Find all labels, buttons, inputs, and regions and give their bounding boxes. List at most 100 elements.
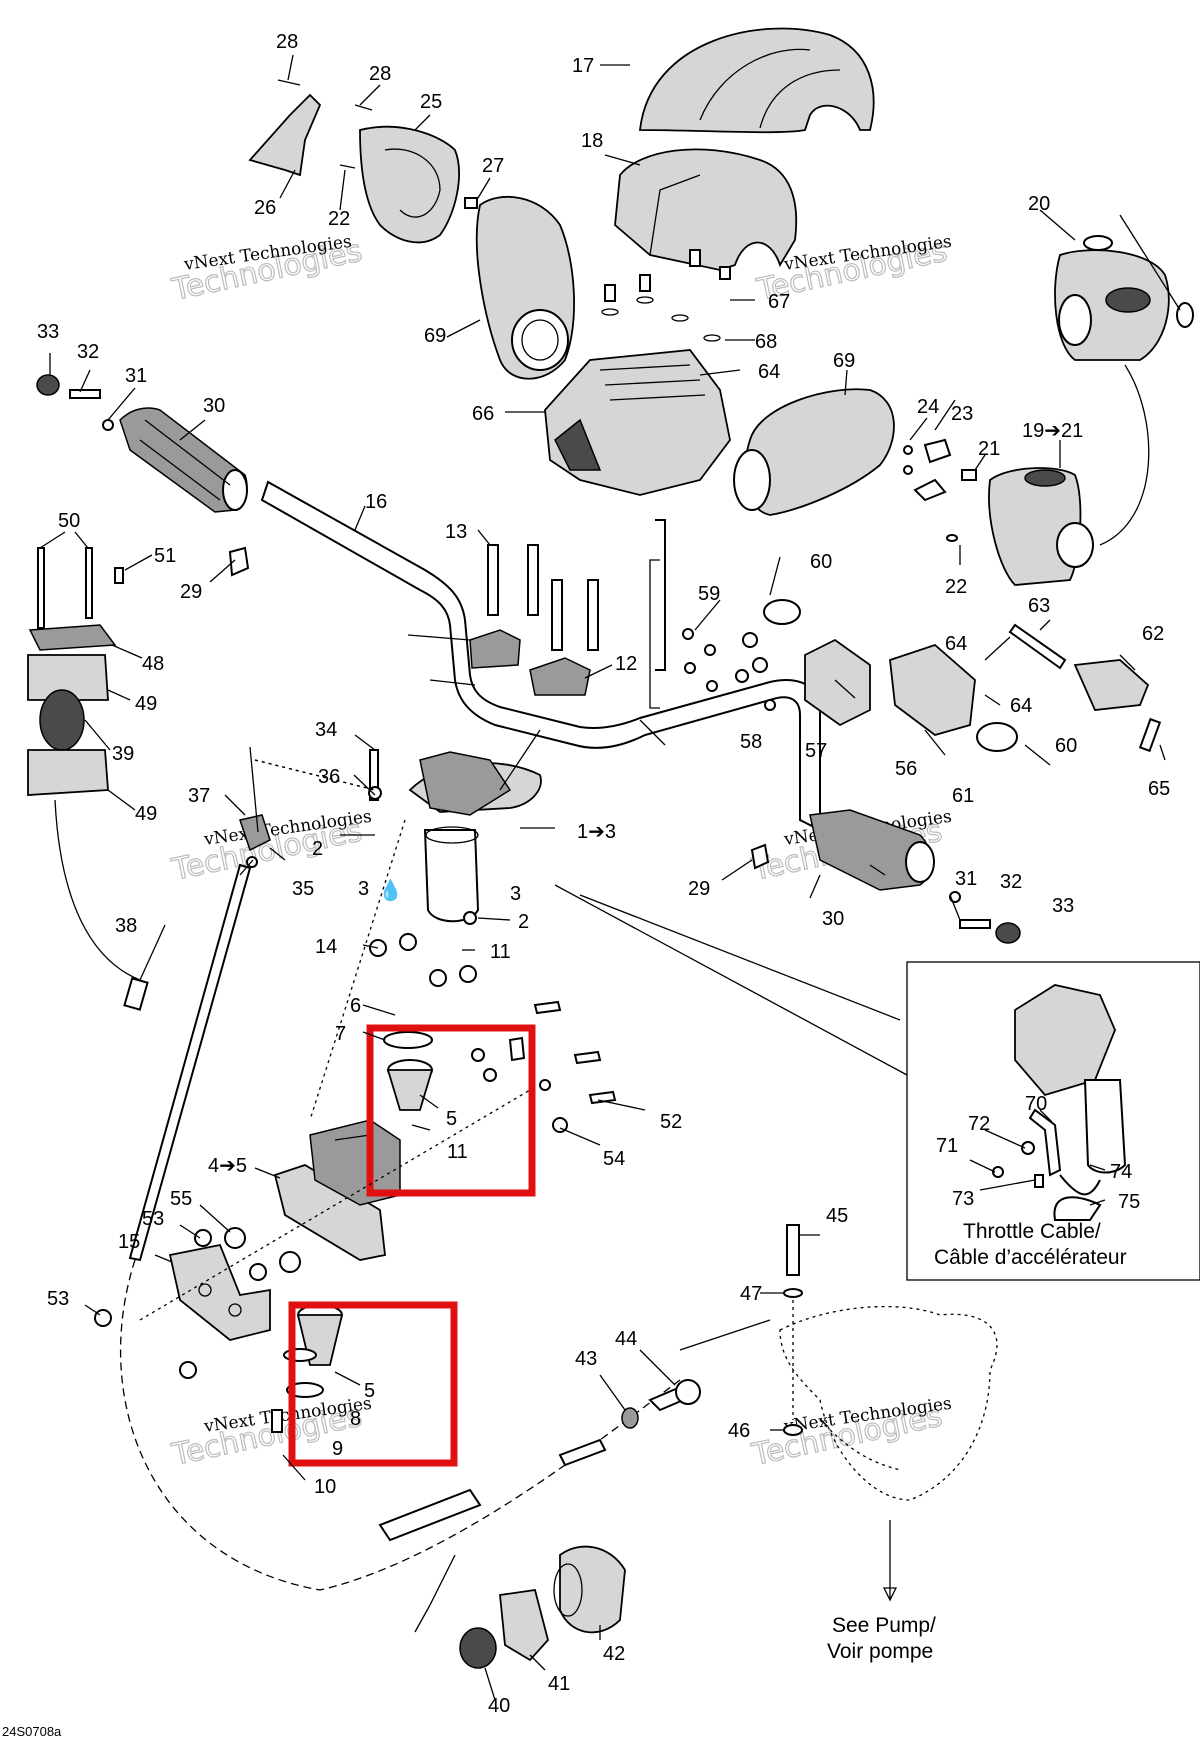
bolts-52	[533, 1000, 617, 1133]
label-68: 68	[755, 331, 777, 353]
mirror-69-left	[475, 195, 575, 380]
figure-reference: 24S0708a	[2, 1724, 62, 1739]
label-51: 51	[154, 545, 176, 567]
washers-nuts-53-55	[94, 1227, 301, 1379]
label-39: 39	[112, 743, 134, 765]
bracket-15	[168, 1243, 271, 1341]
label-20: 20	[1028, 193, 1050, 215]
see-pump-caption: See Pump/	[832, 1614, 936, 1637]
label-3: 3	[510, 883, 521, 905]
pump-nozzle	[779, 1224, 998, 1501]
label-49: 49	[135, 693, 157, 715]
clamp-assembly-left	[27, 547, 124, 796]
label-10: 10	[314, 1476, 336, 1498]
label-8: 8	[350, 1408, 361, 1430]
label-59: 59	[698, 583, 720, 605]
captions: Throttle Cable/ Câble d’accélérateur See…	[2, 1220, 1127, 1739]
label-29: 29	[688, 878, 710, 900]
steering-cable-38	[119, 863, 701, 1591]
label-58: 58	[740, 731, 762, 753]
label-69: 69	[424, 325, 446, 347]
throttle-cable-caption: Throttle Cable/	[963, 1220, 1101, 1243]
label-7: 7	[335, 1023, 346, 1045]
label-35: 35	[292, 878, 314, 900]
label-2: 2	[312, 838, 323, 860]
label-31: 31	[955, 868, 977, 890]
label-73: 73	[952, 1188, 974, 1210]
label-69: 69	[833, 350, 855, 372]
part-labels: 28 28 25 27 26 22 17 18 67 68 64 66 69 6…	[37, 31, 1170, 1717]
label-48: 48	[142, 653, 164, 675]
label-34: 34	[315, 719, 337, 741]
label-24: 24	[917, 396, 939, 418]
label-11: 11	[490, 941, 511, 963]
lower-cover-18	[614, 148, 798, 271]
riser-bolts-13	[487, 544, 599, 651]
label-4-to-5: 4➔5	[208, 1155, 247, 1177]
switch-parts-23-24	[903, 438, 977, 542]
switch-housing-21	[988, 467, 1094, 586]
oil-drop-icon: 💧	[378, 878, 403, 902]
throttle-housing-66	[544, 349, 731, 496]
label-43: 43	[575, 1348, 597, 1370]
label-21: 21	[978, 438, 1000, 460]
label-53: 53	[47, 1288, 69, 1310]
label-41: 41	[548, 1673, 570, 1695]
label-29: 29	[180, 581, 202, 603]
label-62: 62	[1142, 623, 1164, 645]
label-54: 54	[603, 1148, 625, 1170]
grip-30-left	[119, 407, 248, 513]
label-63: 63	[1028, 595, 1050, 617]
label-32: 32	[77, 341, 99, 363]
label-72: 72	[968, 1113, 990, 1135]
label-1-to-3: 1➔3	[577, 821, 616, 843]
label-6: 6	[350, 995, 361, 1017]
label-5: 5	[364, 1380, 375, 1402]
switch-housing-20	[1054, 235, 1194, 361]
label-64: 64	[758, 361, 780, 383]
label-23: 23	[951, 403, 973, 425]
bracket-lines	[649, 559, 660, 709]
throttle-cable-inset	[554, 884, 1200, 1281]
throttle-cable-caption-fr: Câble d’accélérateur	[934, 1246, 1127, 1269]
label-28: 28	[369, 63, 391, 85]
riser-clamps-12	[469, 629, 591, 696]
label-32: 32	[1000, 871, 1022, 893]
label-53: 53	[142, 1208, 164, 1230]
label-60: 60	[810, 551, 832, 573]
label-50: 50	[58, 510, 80, 532]
label-3: 3	[358, 878, 369, 900]
arrow-20-to-21	[1099, 364, 1150, 546]
label-37: 37	[188, 785, 210, 807]
label-12: 12	[615, 653, 637, 675]
see-pump-caption-fr: Voir pompe	[827, 1640, 933, 1663]
label-17: 17	[572, 55, 594, 77]
label-9: 9	[332, 1438, 343, 1460]
label-40: 40	[488, 1695, 510, 1717]
label-60: 60	[1055, 735, 1077, 757]
highlight-box-bushing-5-lower	[288, 1301, 458, 1467]
cable-fittings-40-42	[459, 1545, 626, 1669]
label-33: 33	[1052, 895, 1074, 917]
label-52: 52	[660, 1111, 682, 1133]
label-75: 75	[1118, 1191, 1140, 1213]
label-30: 30	[203, 395, 225, 417]
label-42: 42	[603, 1643, 625, 1665]
label-5: 5	[446, 1108, 457, 1130]
label-14: 14	[315, 936, 337, 958]
steering-stem	[368, 749, 542, 925]
bushing-5-upper	[383, 1031, 551, 1111]
label-11: 11	[447, 1141, 468, 1163]
label-27: 27	[482, 155, 504, 177]
label-26: 26	[254, 197, 276, 219]
left-hand-guard	[248, 79, 478, 244]
label-49: 49	[135, 803, 157, 825]
highlight-box-bushing-5-upper	[366, 1024, 536, 1197]
label-45: 45	[826, 1205, 848, 1227]
label-13: 13	[445, 521, 467, 543]
grip-30-right	[809, 809, 935, 891]
label-30: 30	[822, 908, 844, 930]
label-56: 56	[895, 758, 917, 780]
label-55: 55	[170, 1188, 192, 1210]
